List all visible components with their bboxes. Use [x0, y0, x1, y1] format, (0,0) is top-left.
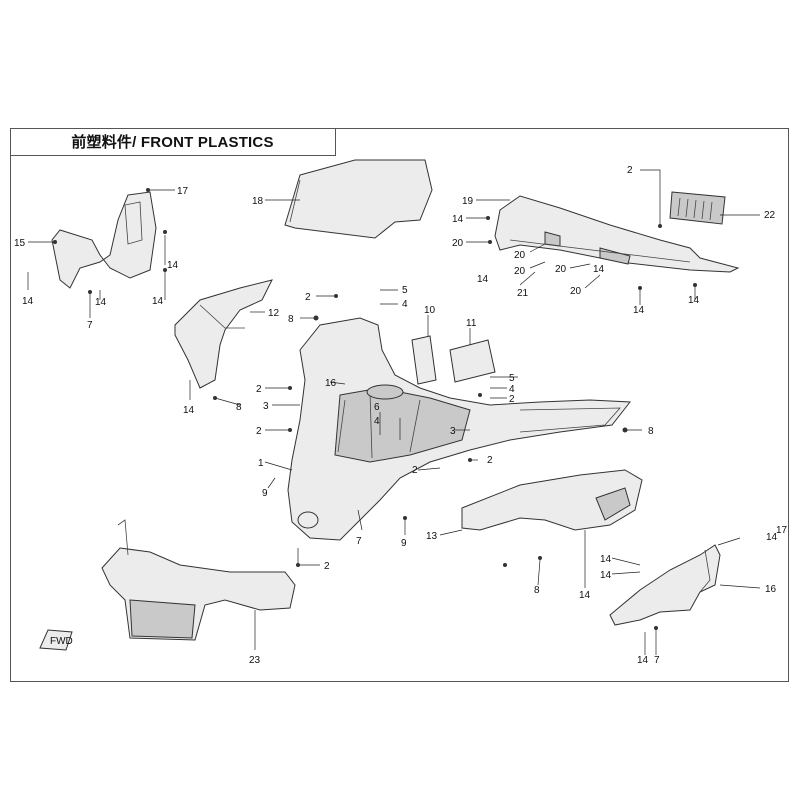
callout-21: 21: [517, 288, 529, 299]
callout-2: 2: [487, 455, 493, 466]
callout-7: 7: [654, 655, 660, 666]
callout-20: 20: [570, 286, 582, 297]
part-1-main-body: [287, 317, 631, 541]
part-23-tray: [101, 519, 296, 641]
callout-11: 11: [466, 318, 477, 329]
callout-19: 19: [462, 196, 474, 207]
title-box: 前塑料件/ FRONT PLASTICS: [10, 128, 336, 156]
callout-2: 2: [509, 394, 515, 405]
callout-14: 14: [579, 590, 591, 601]
callout-labels: 18 2 22 19 14 20 14 20 20 21 20 14 20 14…: [14, 165, 788, 666]
callout-15: 15: [14, 238, 26, 249]
callout-14: 14: [688, 295, 700, 306]
callout-2: 2: [412, 465, 418, 476]
callout-14: 14: [167, 260, 179, 271]
part-18-panel: [284, 159, 433, 239]
callout-2: 2: [305, 292, 311, 303]
callout-9: 9: [262, 488, 268, 499]
part-11-panel: [449, 339, 496, 383]
part-16-bracket: [609, 544, 721, 626]
callout-7: 7: [356, 536, 362, 547]
leader-lines: [27, 169, 761, 655]
part-22-grille: [669, 191, 726, 225]
callout-14: 14: [593, 264, 605, 275]
page-title: 前塑料件/ FRONT PLASTICS: [71, 134, 274, 151]
callout-8: 8: [534, 585, 540, 596]
callout-8: 8: [288, 314, 294, 325]
callout-1: 1: [258, 458, 264, 469]
callout-2: 2: [627, 165, 633, 176]
callout-7: 7: [87, 320, 93, 331]
callout-20: 20: [514, 250, 526, 261]
callout-3: 3: [450, 426, 456, 437]
callout-20: 20: [555, 264, 567, 275]
callout-18: 18: [252, 196, 264, 207]
fwd-arrow-icon: FWD: [39, 629, 73, 651]
callout-8: 8: [236, 402, 242, 413]
part-10-panel: [411, 335, 437, 385]
callout-4: 4: [402, 299, 408, 310]
callout-14: 14: [600, 570, 612, 581]
callout-16: 16: [325, 378, 337, 389]
callout-4: 4: [509, 384, 515, 395]
callout-8: 8: [648, 426, 654, 437]
callout-14: 14: [152, 296, 164, 307]
part-12-fender-left: [174, 279, 273, 389]
callout-16: 16: [765, 584, 777, 595]
callout-17: 17: [177, 186, 189, 197]
callout-2: 2: [256, 384, 262, 395]
callout-12: 12: [268, 308, 280, 319]
callout-3: 3: [263, 401, 269, 412]
callout-20: 20: [452, 238, 464, 249]
callout-6: 6: [374, 402, 380, 413]
fasteners: [53, 188, 697, 630]
callout-14: 14: [600, 554, 612, 565]
fwd-label: FWD: [50, 636, 73, 647]
callout-14: 14: [95, 297, 107, 308]
part-19-cover: [494, 195, 740, 273]
callout-13: 13: [426, 531, 438, 542]
part-13-fender-right: [461, 469, 643, 531]
callout-5: 5: [402, 285, 408, 296]
part-15-bracket: [51, 191, 157, 289]
callout-14: 14: [477, 274, 489, 285]
callout-17: 17: [776, 525, 788, 536]
callout-14: 14: [633, 305, 645, 316]
callout-5: 5: [509, 373, 515, 384]
callout-10: 10: [424, 305, 436, 316]
callout-20: 20: [514, 266, 526, 277]
callout-23: 23: [249, 655, 261, 666]
callout-2: 2: [324, 561, 330, 572]
callout-14: 14: [183, 405, 195, 416]
callout-9: 9: [401, 538, 407, 549]
callout-2: 2: [256, 426, 262, 437]
callout-14: 14: [452, 214, 464, 225]
callout-14: 14: [766, 532, 778, 543]
callout-14: 14: [637, 655, 649, 666]
callout-22: 22: [764, 210, 776, 221]
diagram-frame: [10, 128, 789, 682]
callout-14: 14: [22, 296, 34, 307]
callout-4: 4: [374, 416, 380, 427]
